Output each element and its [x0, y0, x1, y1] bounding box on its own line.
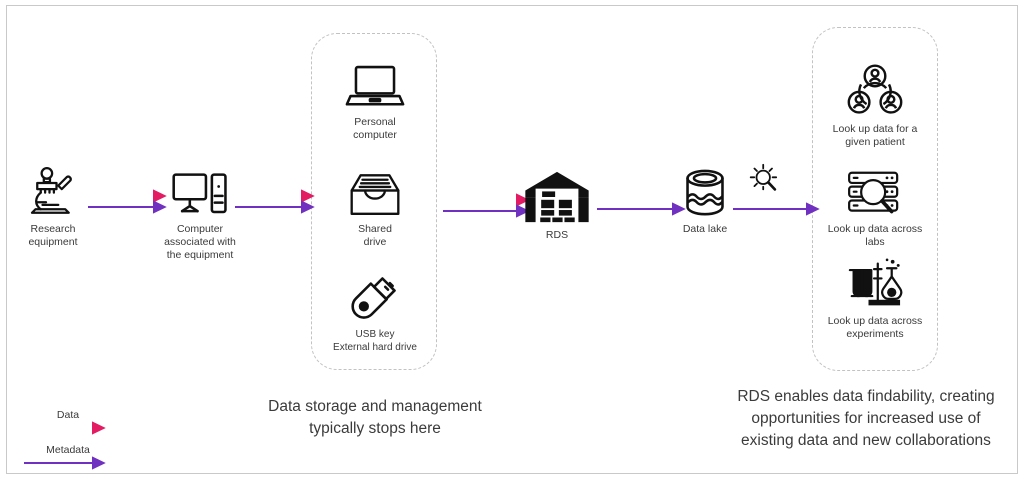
- laptop-icon: [345, 65, 405, 106]
- legend-label: Metadata: [46, 444, 90, 456]
- node-usb-key: USB key External hard drive: [325, 272, 425, 354]
- node-label: USB key External hard drive: [333, 329, 417, 353]
- data-lake-cylinder-icon: [686, 169, 724, 216]
- node-label: Look up data across labs: [827, 223, 923, 248]
- node-research-equipment: Research equipment: [14, 162, 92, 249]
- legend-item-data: Data: [22, 409, 114, 435]
- legend: Data Metadata: [22, 409, 114, 470]
- node-personal-computer: Personal computer: [332, 63, 418, 142]
- node-label: Look up data across experiments: [827, 315, 923, 340]
- node-lookup-patient: Look up data for a given patient: [822, 62, 928, 149]
- test-tubes-flask-icon: [848, 258, 903, 306]
- node-lookup-experiments: Look up data across experiments: [820, 258, 930, 341]
- magnifier-sparkle-icon: [749, 163, 778, 191]
- legend-metadata-arrow: [24, 456, 106, 470]
- rds-benefits-group-box: [812, 27, 938, 371]
- search-badge: [746, 163, 784, 197]
- legend-data-arrow: [24, 421, 106, 435]
- legend-item-metadata: Metadata: [22, 444, 114, 470]
- people-network-icon: [847, 64, 903, 114]
- node-label: RDS: [545, 229, 569, 241]
- node-label: Personal computer: [353, 116, 397, 141]
- node-label: Computer associated with the equipment: [164, 223, 236, 261]
- legend-label: Data: [56, 409, 80, 421]
- node-label: Data lake: [682, 223, 728, 235]
- server-search-icon: [848, 171, 899, 214]
- node-computer: Computer associated with the equipment: [158, 172, 242, 262]
- warehouse-icon: [525, 171, 589, 223]
- microscope-icon: [30, 166, 72, 214]
- usb-drive-icon: [351, 277, 396, 319]
- node-shared-drive: Shared drive: [336, 172, 414, 249]
- node-label: Research equipment: [28, 223, 78, 248]
- node-data-lake: Data lake: [675, 168, 735, 236]
- node-label: Look up data for a given patient: [832, 123, 918, 148]
- desktop-computer-icon: [172, 173, 227, 214]
- node-rds: RDS: [521, 170, 593, 242]
- diagram-frame: [6, 5, 1018, 474]
- node-lookup-labs: Look up data across labs: [820, 170, 930, 249]
- storage-caption: Data storage and management typically st…: [268, 398, 482, 437]
- rds-caption: RDS enables data findability, creating o…: [737, 388, 995, 449]
- file-tray-icon: [350, 174, 400, 215]
- node-label: Shared drive: [358, 223, 392, 248]
